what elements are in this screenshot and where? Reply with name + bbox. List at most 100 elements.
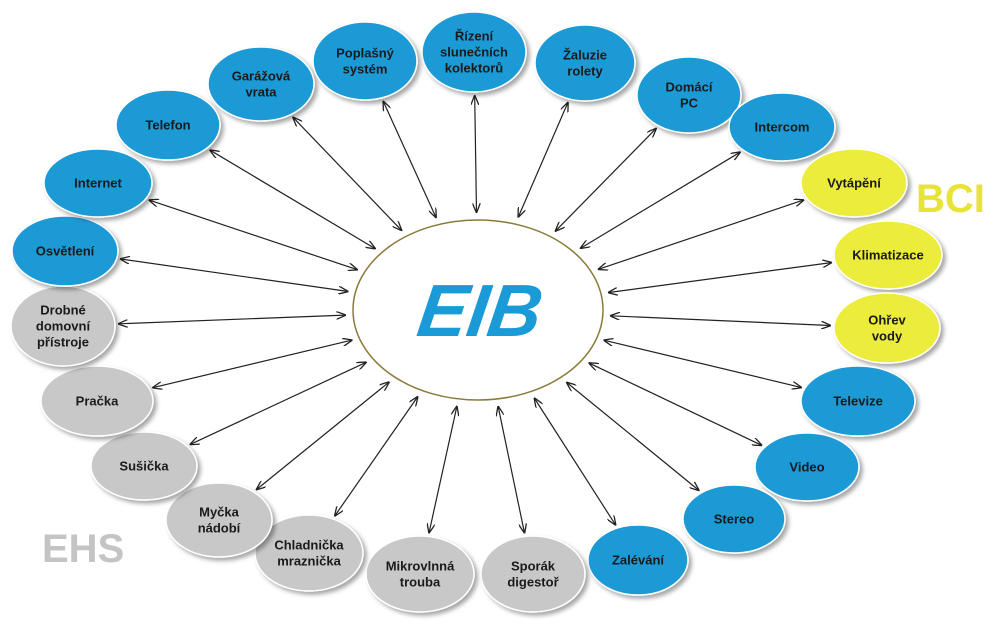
arrow-internet: [150, 200, 358, 269]
node-label-line: Sušička: [119, 459, 169, 474]
node-label-line: Zalévání: [612, 553, 664, 568]
arrow-osvetleni: [121, 259, 348, 291]
node-ellipse: [587, 524, 689, 596]
node-label-line: Garážová: [232, 69, 291, 84]
node-ellipse: [115, 89, 221, 161]
node-ellipse: [682, 484, 786, 554]
node-label-line: Chladnička: [274, 538, 344, 553]
arrow-mikrovlnna-trouba: [429, 407, 457, 533]
node-label-line: domovní: [36, 319, 91, 334]
arrow-video: [589, 363, 761, 445]
node-label-line: Internet: [74, 176, 122, 191]
node-label-line: Myčka: [199, 505, 240, 520]
node-ellipse: [534, 24, 636, 102]
node-label-line: Domácí: [666, 80, 713, 95]
node-label-line: Osvětlení: [36, 244, 95, 259]
node-label-line: slunečních: [440, 45, 508, 60]
arrow-klimatizace: [609, 263, 831, 293]
node-televize: Televize: [800, 365, 916, 437]
node-label-line: kolektorů: [445, 61, 504, 76]
node-ellipse: [833, 292, 941, 364]
ehs-group-label: EHS: [42, 527, 124, 571]
device-nodes: ŘízeníslunečníchkolektorůŽaluzieroletyDo…: [10, 11, 943, 613]
node-label-line: Televize: [833, 394, 883, 409]
node-stereo: Stereo: [682, 484, 786, 554]
node-ellipse: [636, 56, 742, 134]
node-label-line: Vytápění: [827, 176, 881, 191]
node-intercom: Intercom: [728, 92, 836, 162]
node-label-line: Intercom: [755, 120, 810, 135]
bci-group-label: BCI: [916, 177, 985, 221]
node-label-line: Stereo: [714, 512, 755, 527]
node-ellipse: [833, 220, 943, 290]
arrow-susicka: [191, 362, 366, 444]
node-ellipse: [254, 514, 364, 592]
node-ellipse: [800, 365, 916, 437]
node-pracka: Pračka: [40, 365, 154, 437]
node-label-line: Drobné: [40, 303, 86, 318]
node-ellipse: [11, 215, 119, 287]
central-hub-ellipse: [352, 219, 604, 401]
arrow-garazova-vrata: [293, 118, 401, 231]
arrow-televize: [604, 340, 801, 387]
node-label-line: trouba: [400, 575, 441, 590]
arrow-poplasny-system: [383, 102, 436, 218]
node-ellipse: [207, 46, 315, 122]
node-label-line: rolety: [567, 64, 603, 79]
node-label-line: vody: [872, 329, 903, 344]
node-klimatizace: Klimatizace: [833, 220, 943, 290]
node-label-line: PC: [680, 96, 699, 111]
arrow-pracka: [153, 340, 351, 387]
node-label-line: nádobí: [198, 521, 241, 536]
arrow-mycka-nadobi: [257, 382, 389, 489]
node-ellipse: [421, 11, 527, 93]
node-video: Video: [754, 432, 860, 502]
arrow-vytapeni: [599, 200, 804, 269]
node-label-line: Poplašný: [336, 46, 395, 61]
node-label-line: Pračka: [76, 394, 119, 409]
node-label-line: Video: [789, 460, 824, 475]
eib-logo-text: EIB: [413, 269, 548, 352]
node-ellipse: [800, 148, 908, 218]
node-label-line: Sporák: [511, 559, 556, 574]
node-label-line: Klimatizace: [852, 248, 924, 263]
arrow-telefon: [210, 150, 375, 248]
node-osvetleni: Osvětlení: [11, 215, 119, 287]
node-label-line: Mikrovlnná: [386, 559, 455, 574]
node-ellipse: [90, 431, 198, 501]
connector-arrows: [119, 96, 831, 533]
arrow-domaci-pc: [556, 129, 656, 231]
node-zalevani: Zalévání: [587, 524, 689, 596]
arrow-zalevani: [535, 399, 616, 525]
node-label-line: vrata: [245, 85, 277, 100]
node-ellipse: [312, 21, 418, 101]
node-label-line: mraznička: [277, 554, 341, 569]
node-susicka: Sušička: [90, 431, 198, 501]
arrow-intercom: [581, 152, 740, 248]
arrow-sporak-digestor: [498, 407, 524, 533]
arrow-ohrev-vody: [611, 316, 830, 326]
node-vytapeni: Vytápění: [800, 148, 908, 218]
arrow-drobne-domovni-pristroje: [119, 315, 345, 324]
node-label-line: systém: [343, 62, 388, 77]
node-telefon: Telefon: [115, 89, 221, 161]
node-ellipse: [754, 432, 860, 502]
node-ellipse: [480, 535, 586, 613]
node-label-line: přístroje: [37, 335, 89, 350]
arrow-stereo: [567, 383, 699, 491]
arrow-chladnicka-mraznicka: [335, 397, 418, 516]
arrow-zaluzie-rolety: [518, 103, 567, 217]
node-ellipse: [43, 148, 153, 218]
node-ellipse: [165, 482, 273, 558]
